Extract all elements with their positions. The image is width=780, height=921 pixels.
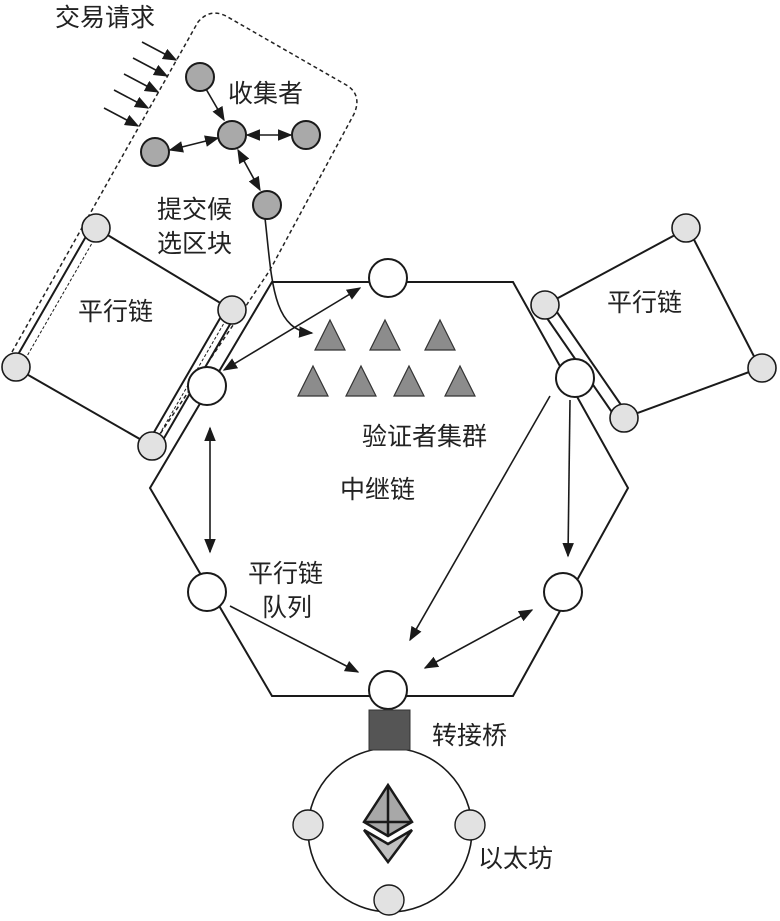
collators-label: 收集者 bbox=[228, 79, 304, 108]
relay-arrow bbox=[229, 605, 360, 673]
relay-node bbox=[543, 572, 583, 612]
ethereum-node bbox=[373, 884, 405, 916]
validator-triangle bbox=[444, 364, 476, 397]
parachain-left-label: 平行链 bbox=[78, 297, 154, 326]
validator-pool-label: 验证者集群 bbox=[362, 422, 488, 451]
relay-chain-label: 中继链 bbox=[340, 475, 416, 504]
collator-node bbox=[291, 120, 321, 150]
parachain-right bbox=[539, 227, 761, 422]
parachain-left bbox=[11, 225, 237, 453]
collator-node bbox=[252, 190, 282, 220]
validator-triangle bbox=[369, 318, 401, 351]
collator-arrow bbox=[205, 88, 225, 122]
bridge-label: 转接桥 bbox=[432, 721, 508, 750]
relay-node bbox=[368, 258, 408, 298]
collator-node bbox=[217, 120, 247, 150]
parachain-node bbox=[530, 290, 560, 320]
relay-node bbox=[555, 358, 595, 398]
parachain-node bbox=[609, 403, 639, 433]
tx-arrow bbox=[103, 107, 140, 127]
validator-triangle bbox=[393, 364, 425, 397]
ethereum-node bbox=[454, 809, 486, 841]
tx-arrow bbox=[141, 41, 178, 61]
submit-candidate-label-2: 选区块 bbox=[157, 229, 233, 258]
relay-arrow bbox=[562, 399, 574, 558]
parachain-node bbox=[137, 431, 167, 461]
submit-candidate-label-1: 提交候 bbox=[157, 195, 233, 224]
relay-chain-hexagon bbox=[148, 281, 630, 697]
collator-arrow bbox=[168, 135, 220, 153]
parachain-node bbox=[217, 295, 247, 325]
validator-triangle bbox=[345, 364, 377, 397]
collator-boundary bbox=[11, 12, 358, 447]
parachain-queue-label-2: 队列 bbox=[262, 593, 313, 622]
parachain-node bbox=[1, 352, 31, 382]
collator-node bbox=[185, 62, 215, 92]
validator-triangle bbox=[314, 318, 346, 351]
relay-node-bridge bbox=[368, 670, 408, 710]
collator-node bbox=[140, 137, 170, 167]
parachain-node bbox=[671, 213, 701, 243]
relay-node bbox=[187, 572, 227, 612]
collator-arrow bbox=[237, 148, 261, 192]
ethereum-node bbox=[292, 809, 324, 841]
relay-arrow bbox=[222, 287, 362, 371]
relay-arrow bbox=[409, 395, 551, 642]
validator-triangle bbox=[424, 318, 456, 351]
candidate-block-arrow bbox=[264, 217, 314, 338]
tx-arrow bbox=[113, 89, 150, 109]
relay-arrow bbox=[423, 609, 534, 669]
bridge-block bbox=[368, 709, 411, 751]
parachain-node bbox=[747, 353, 777, 383]
parachain-right-label: 平行链 bbox=[607, 288, 683, 317]
parachain-node bbox=[81, 213, 111, 243]
relay-node bbox=[187, 366, 227, 406]
parachain-queue-label-1: 平行链 bbox=[248, 559, 324, 588]
tx-arrow bbox=[132, 57, 169, 77]
ethereum-logo-icon bbox=[362, 782, 414, 865]
tx-arrow bbox=[123, 73, 160, 93]
ethereum-label: 以太坊 bbox=[478, 844, 554, 873]
validator-triangle bbox=[297, 364, 329, 397]
transaction-requests-label: 交易请求 bbox=[55, 3, 156, 32]
